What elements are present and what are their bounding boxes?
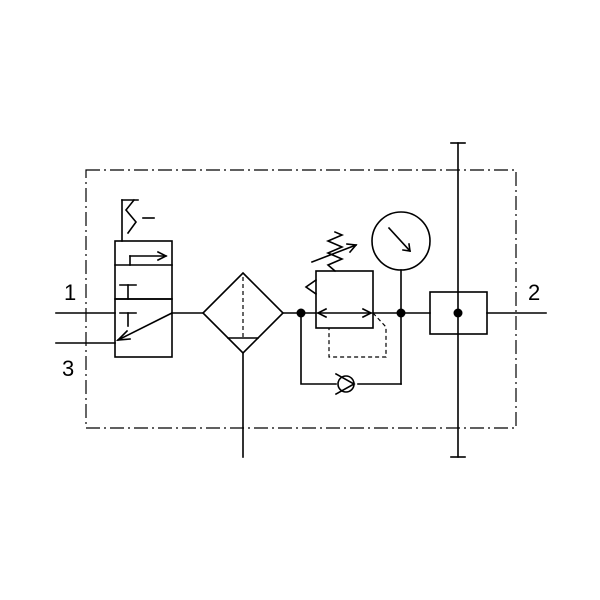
assembly-boundary: [85, 169, 517, 429]
junction-dot-connector: [453, 308, 463, 318]
junction-dot-regulator-inlet: [296, 308, 306, 318]
valve-exhaust-arrowhead: [115, 329, 131, 341]
valve-actuator-zigzag: [124, 198, 138, 235]
regulator-inlet-triangle: [304, 278, 318, 296]
regulator-body: [315, 270, 374, 329]
check-valve-ball: [337, 375, 355, 393]
port-label-exhaust: 3: [62, 356, 74, 381]
regulator-spring: [325, 230, 345, 273]
bypass-line: [300, 312, 337, 385]
port-label-inlet: 1: [64, 280, 76, 305]
valve-upper-arrowhead: [156, 250, 168, 262]
check-valve-seat: [334, 372, 356, 396]
regulator-pilot-line: [328, 312, 387, 358]
regulator-flow-arrowhead-left: [316, 307, 328, 319]
regulator-flow-arrowhead-right: [361, 307, 373, 319]
valve-lower-box: [114, 298, 173, 358]
outlet-connector: [429, 142, 488, 458]
pressure-regulator: [304, 230, 387, 358]
filter: [201, 271, 285, 458]
junction-dot-regulator-outlet: [396, 308, 406, 318]
bypass-check-valve: [300, 312, 402, 396]
regulator-spring-arrowhead: [346, 243, 358, 254]
gauge-needle-arrowhead: [402, 243, 411, 252]
port-label-outlet: 2: [528, 280, 540, 305]
valve-upper-box: [114, 240, 173, 300]
regulator-spring-adjust-arrow: [310, 243, 358, 264]
gauge-dial: [371, 211, 431, 271]
pressure-gauge: [371, 211, 431, 314]
gauge-needle: [387, 226, 412, 253]
shutoff-valve: [114, 198, 174, 358]
valve-exhaust-arrow: [116, 311, 174, 342]
